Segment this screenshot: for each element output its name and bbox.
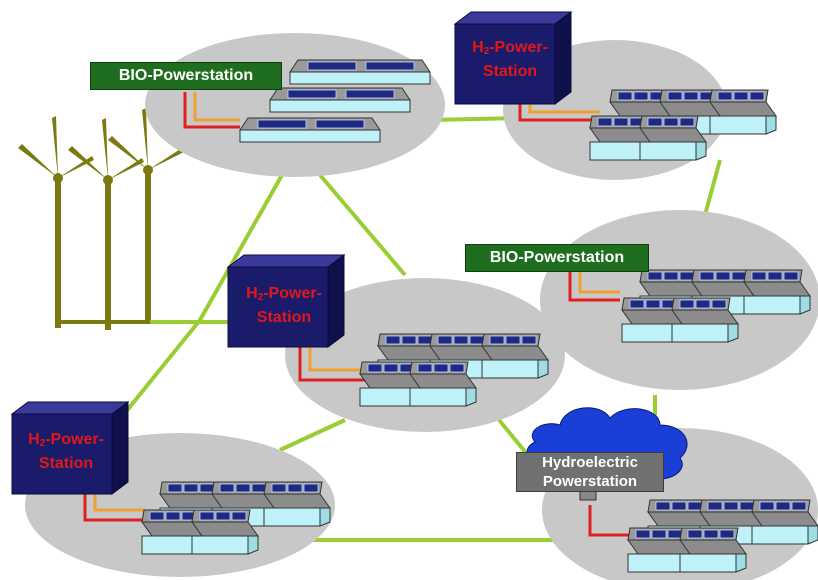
bio-powerstation-top-label: BIO-Powerstation [90, 62, 282, 90]
bio-powerstation-right-label: BIO-Powerstation [465, 244, 649, 272]
houses-bottom-right [627, 499, 818, 573]
h2-power-station-top-right-label: H2-Power-Station [472, 39, 548, 80]
wind-turbines [18, 108, 184, 330]
h2-power-station-bottom-left-label: H2-Power-Station [28, 431, 104, 472]
house-icon [481, 333, 549, 379]
house-icon [709, 89, 777, 135]
house-icon [671, 297, 739, 343]
house-icon [743, 269, 811, 315]
house-icon [639, 115, 707, 161]
house-icon [751, 499, 818, 545]
house-icon [269, 87, 411, 113]
house-icon [239, 117, 381, 143]
house-icon [409, 361, 477, 407]
house-icon [289, 59, 431, 85]
wind-turbine-icon [18, 116, 94, 328]
h2-power-station-center-label: H2-Power-Station [246, 285, 322, 326]
house-icon [679, 527, 747, 573]
house-icon [191, 509, 259, 555]
house-icon [263, 481, 331, 527]
wind-turbine-icon [68, 118, 144, 330]
houses-top-right [589, 89, 777, 161]
